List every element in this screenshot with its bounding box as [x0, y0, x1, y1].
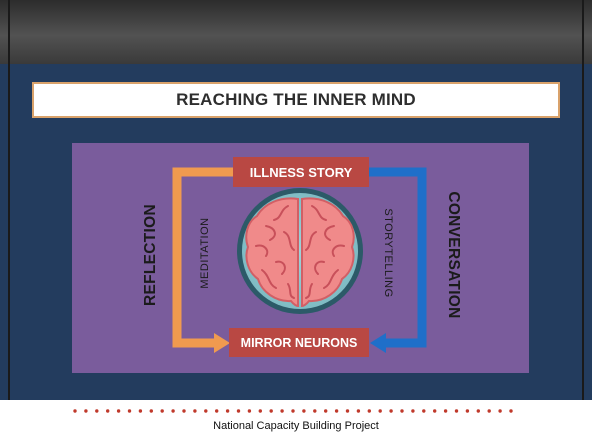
title-box: REACHING THE INNER MIND: [32, 82, 560, 118]
footer-dot: [106, 409, 110, 413]
footer-dot: [215, 409, 219, 413]
footer-dot: [433, 409, 437, 413]
footer-dot: [269, 409, 273, 413]
footer-dot: [247, 409, 252, 413]
footer-dot: [313, 409, 317, 413]
footer-dot: [127, 409, 132, 413]
footer-dot: [443, 409, 448, 413]
slide-header-band: [0, 0, 592, 64]
footer-dot: [116, 409, 121, 413]
footer-text: National Capacity Building Project: [213, 420, 379, 432]
footer-dot: [258, 409, 262, 413]
footer-dot: [225, 409, 230, 413]
meditation-label: MEDITATION: [199, 217, 211, 289]
footer-dot: [411, 409, 415, 413]
footer-dot: [160, 409, 164, 413]
reflection-arrowhead: [214, 333, 230, 353]
footer-dot: [193, 409, 197, 413]
footer-dot: [324, 409, 328, 413]
footer-dot: [236, 409, 241, 413]
footer-dot: [149, 409, 153, 413]
footer-dot: [204, 409, 208, 413]
footer-dot: [422, 409, 426, 413]
slide-title: REACHING THE INNER MIND: [176, 90, 416, 109]
footer-dot: [498, 409, 502, 413]
footer-dots: [73, 409, 513, 413]
footer-dot: [171, 409, 175, 413]
footer-dot: [182, 409, 186, 413]
footer-dot: [367, 409, 371, 413]
footer-dot: [476, 409, 480, 413]
footer-dot: [389, 409, 393, 413]
footer-dot: [487, 409, 491, 413]
footer-dot: [73, 409, 77, 413]
footer-dot: [334, 409, 339, 413]
footer-dot: [356, 409, 361, 413]
illness-story-box: ILLNESS STORY: [233, 157, 369, 187]
footer-dot: [378, 409, 382, 413]
reflection-label: REFLECTION: [142, 203, 159, 307]
footer-dot: [84, 409, 88, 413]
footer-dot: [400, 409, 404, 413]
footer-dot: [291, 409, 295, 413]
conversation-arrow: [369, 167, 427, 348]
mirror-neurons-box: MIRROR NEURONS: [229, 328, 369, 357]
footer-dot: [302, 409, 306, 413]
footer-dot: [509, 409, 513, 413]
brain-icon: [237, 188, 363, 314]
conversation-arrowhead: [370, 333, 386, 353]
footer-dot: [345, 409, 350, 413]
storytelling-label: STORYTELLING: [382, 208, 394, 298]
footer-dot: [95, 409, 99, 413]
footer-dot: [465, 409, 470, 413]
reflection-arrow: [172, 167, 233, 348]
footer-dot: [280, 409, 284, 413]
conversation-label: CONVERSATION: [445, 191, 462, 319]
footer-dot: [454, 409, 459, 413]
footer-dot: [138, 409, 143, 413]
